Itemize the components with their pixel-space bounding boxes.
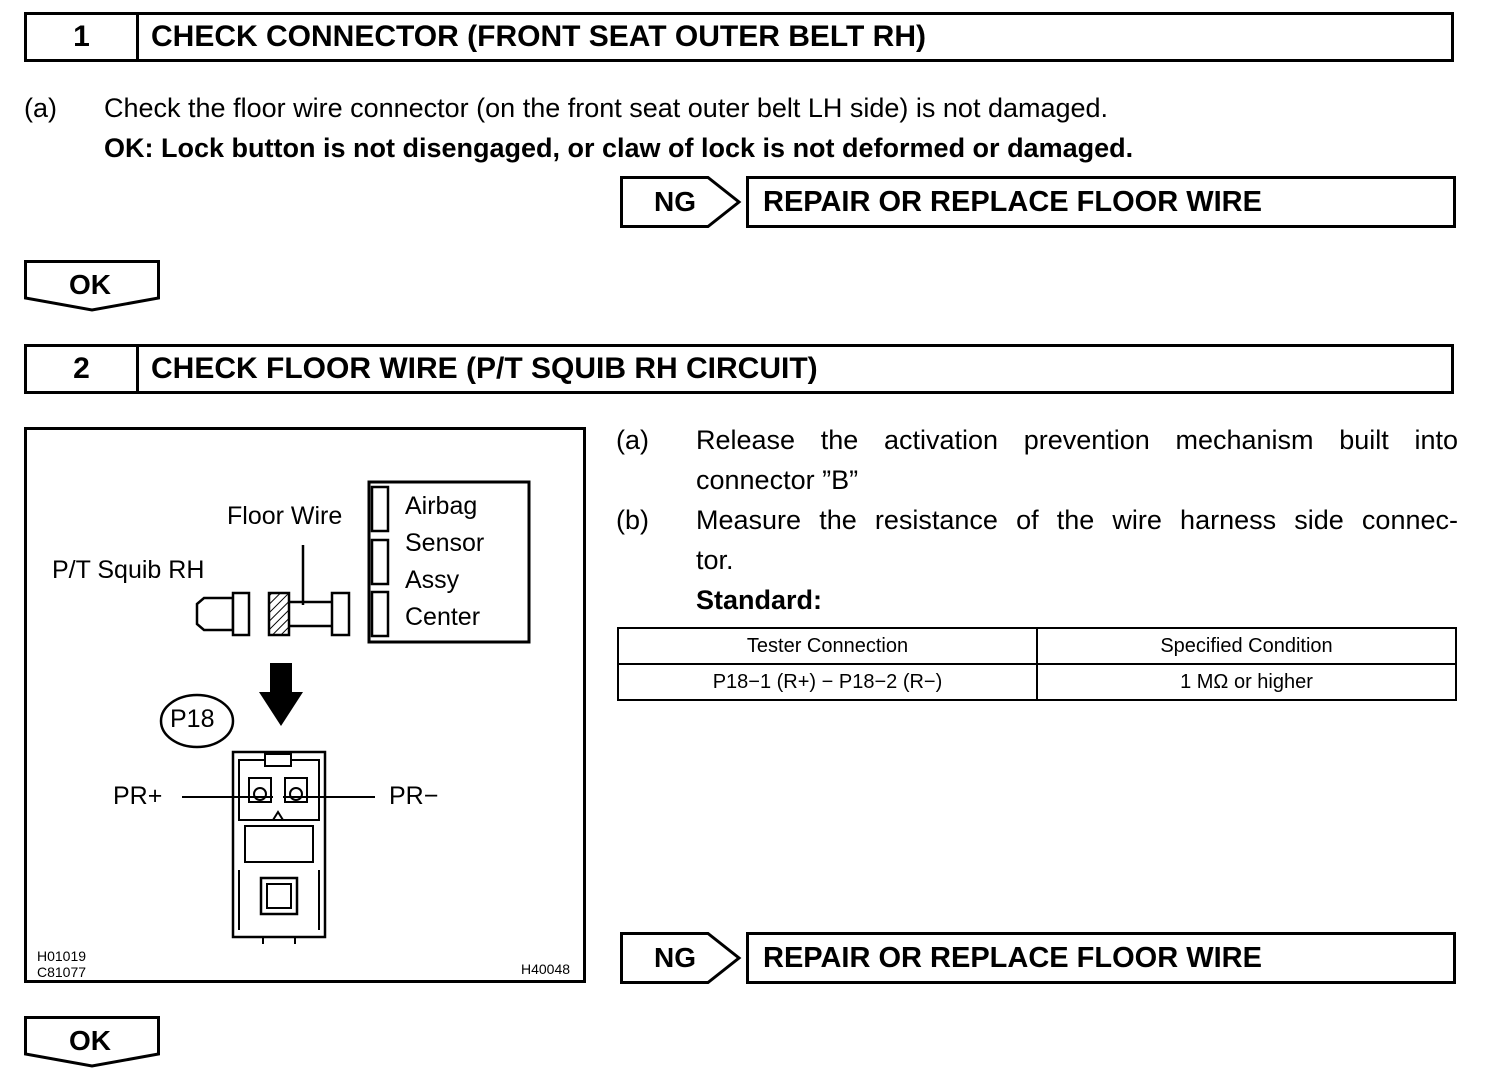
figure-code-1: H01019 — [37, 948, 87, 964]
ok-criteria: OK: Lock button is not disengaged, or cl… — [104, 128, 1133, 168]
step-2-item-a: (a) Release the activation prevention me… — [616, 420, 1458, 500]
step-title: CHECK FLOOR WIRE (P/T SQUIB RH CIRCUIT) — [151, 352, 818, 385]
step-1-header: 1 CHECK CONNECTOR (FRONT SEAT OUTER BELT… — [24, 12, 1454, 62]
ok-label: OK — [69, 1025, 111, 1056]
label-squib: P/T Squib RH — [52, 556, 205, 584]
step-2-item-b: (b) Measure the resistance of the wire h… — [616, 500, 1458, 620]
ok-arrow-shape — [24, 260, 160, 312]
table-header: Tester Connection — [617, 627, 1038, 665]
ng-label: NG — [654, 942, 696, 973]
label-floor-wire: Floor Wire — [227, 502, 343, 530]
specification-table: Tester Connection Specified Condition P1… — [617, 627, 1457, 701]
table-row: P18−1 (R+) − P18−2 (R−) 1 MΩ or higher — [617, 663, 1457, 701]
label-airbag-line3: Assy — [405, 566, 460, 594]
step-1-item-a: (a) Check the floor wire connector (on t… — [24, 88, 1454, 128]
item-text-line2: connector ”B” — [696, 465, 859, 495]
ng-action: REPAIR OR REPLACE FLOOR WIRE — [746, 932, 1456, 984]
ok-criteria-text: OK: Lock button is not disengaged, or cl… — [104, 133, 1134, 163]
table-header-row: Tester Connection Specified Condition — [617, 627, 1457, 665]
ng-label: NG — [654, 186, 696, 217]
table-header: Specified Condition — [1036, 627, 1457, 665]
ng-action: REPAIR OR REPLACE FLOOR WIRE — [746, 176, 1456, 228]
label-airbag-line1: Airbag — [405, 492, 478, 520]
connector-diagram: Floor Wire Airbag Sensor Assy Center P/T… — [24, 427, 586, 983]
item-text-line1: Release the activation prevention mechan… — [696, 425, 1458, 455]
label-airbag-line2: Sensor — [405, 529, 485, 557]
label-pr-plus: PR+ — [113, 782, 163, 810]
label-connector-p18: P18 — [170, 705, 215, 733]
step-2-header: 2 CHECK FLOOR WIRE (P/T SQUIB RH CIRCUIT… — [24, 344, 1454, 394]
label-airbag-line4: Center — [405, 603, 481, 631]
step-number: 1 — [27, 15, 139, 59]
ok-label: OK — [69, 269, 111, 300]
item-label: (a) — [24, 93, 57, 123]
figure-code-2: C81077 — [37, 964, 87, 980]
step-2-instructions: (a) Release the activation prevention me… — [616, 420, 1458, 620]
item-label: (b) — [616, 505, 649, 535]
item-text-line1: Measure the resistance of the wire harne… — [696, 505, 1458, 535]
label-pr-minus: PR− — [389, 782, 439, 810]
table-cell: 1 MΩ or higher — [1036, 663, 1457, 701]
standard-label: Standard: — [696, 585, 823, 615]
step-2-ng-branch: NG REPAIR OR REPLACE FLOOR WIRE — [620, 932, 1456, 984]
step-number: 2 — [27, 347, 139, 391]
diagram-drawing — [159, 480, 531, 944]
figure-code-3: H40048 — [521, 961, 571, 977]
ng-arrow-shape — [620, 176, 742, 228]
item-text-line2: tor. — [696, 545, 734, 575]
table-cell: P18−1 (R+) − P18−2 (R−) — [617, 663, 1038, 701]
item-text: Check the floor wire connector (on the f… — [104, 93, 1109, 123]
step-1-ng-branch: NG REPAIR OR REPLACE FLOOR WIRE — [620, 176, 1456, 228]
step-title: CHECK CONNECTOR (FRONT SEAT OUTER BELT R… — [151, 20, 926, 53]
ng-arrow-shape — [620, 932, 742, 984]
item-label: (a) — [616, 425, 649, 455]
ok-arrow-shape — [24, 1016, 160, 1068]
